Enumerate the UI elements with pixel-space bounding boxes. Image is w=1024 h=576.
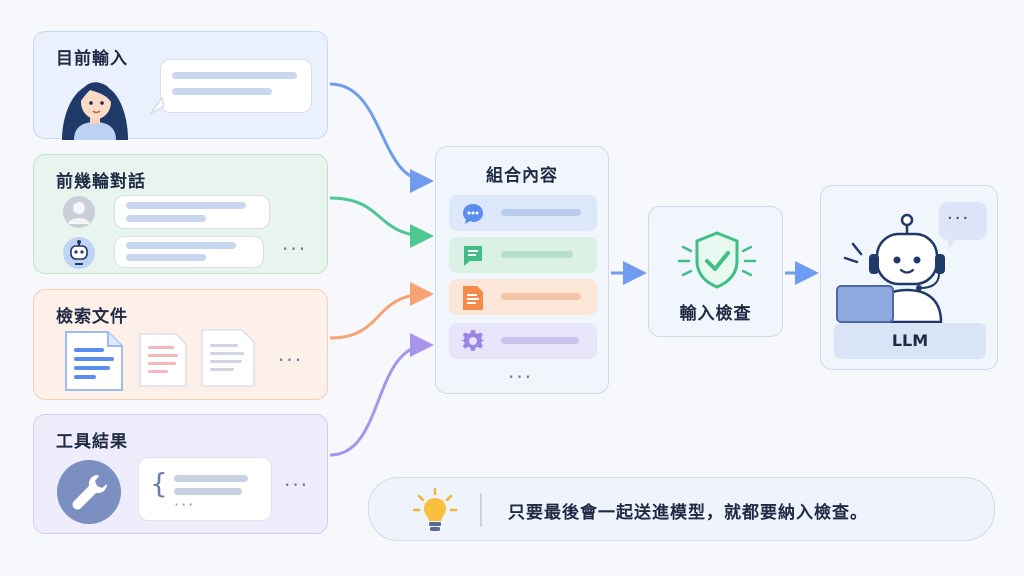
tip-divider <box>480 493 482 527</box>
bubble-tail <box>947 236 959 248</box>
inner-dots: ··· <box>174 495 196 514</box>
combined-row-message <box>449 237 597 273</box>
brace-symbol: { <box>150 467 168 500</box>
combined-row-document <box>449 279 597 315</box>
combined-title: 組合內容 <box>486 166 558 186</box>
lightbulb-icon <box>412 487 458 531</box>
gear-icon <box>460 329 486 351</box>
user-avatar-icon <box>62 82 128 140</box>
history-title: 前幾輪對話 <box>56 172 146 192</box>
history-card: 前幾輪對話 ··· <box>33 154 328 274</box>
message-icon <box>464 246 482 266</box>
text-line <box>126 202 246 209</box>
history-bot-bubble <box>114 236 264 268</box>
text-line <box>174 475 248 482</box>
document-icon <box>65 331 123 391</box>
text-line <box>172 88 272 95</box>
llm-label: LLM <box>834 323 986 359</box>
combined-row-chat <box>449 195 597 231</box>
arrow-documents <box>329 282 434 340</box>
tip-banner: 只要最後會一起送進模型，就都要納入檢查。 <box>368 477 995 541</box>
text-line <box>501 251 573 258</box>
more-dots: ··· <box>282 237 308 261</box>
text-line <box>501 337 579 344</box>
current-input-title: 目前輸入 <box>56 49 128 69</box>
more-dots: ··· <box>278 348 304 372</box>
chat-icon <box>463 204 483 224</box>
documents-title: 檢索文件 <box>56 307 128 327</box>
text-line <box>126 242 236 249</box>
document-icon <box>463 286 483 310</box>
arrow-tools <box>329 333 434 457</box>
input-check-title: 輸入檢查 <box>679 304 752 324</box>
arrow-current-input <box>329 82 434 193</box>
llm-card: ··· LLM <box>820 185 998 370</box>
document-icon <box>139 333 187 387</box>
text-line <box>501 209 581 216</box>
robot-icon <box>836 213 945 324</box>
llm-bubble-dots: ··· <box>947 208 971 229</box>
more-dots: ··· <box>284 473 310 497</box>
combined-content-card: 組合內容 ··· <box>435 146 609 394</box>
combined-row-tool <box>449 323 597 359</box>
shield-check-icon <box>677 231 757 289</box>
bot-icon <box>63 237 95 269</box>
tools-title: 工具結果 <box>56 432 128 452</box>
text-line <box>174 488 242 495</box>
arrow-history <box>329 196 434 248</box>
current-input-bubble <box>160 59 312 113</box>
input-check-card: 輸入檢查 <box>648 206 783 337</box>
user-icon <box>63 196 95 228</box>
current-input-card: 目前輸入 <box>33 31 328 140</box>
history-user-bubble <box>114 195 270 229</box>
text-line <box>172 72 297 79</box>
tools-card: 工具結果 { ··· ··· <box>33 414 328 534</box>
more-dots: ··· <box>508 365 534 389</box>
llm-speech-bubble <box>939 202 987 240</box>
text-line <box>126 215 206 222</box>
document-icon <box>201 329 255 387</box>
wrench-icon <box>57 460 121 524</box>
documents-card: 檢索文件 ··· <box>33 289 328 400</box>
text-line <box>126 254 206 261</box>
tip-text: 只要最後會一起送進模型，就都要納入檢查。 <box>508 503 868 523</box>
bubble-tail <box>149 96 165 115</box>
text-line <box>501 293 581 300</box>
